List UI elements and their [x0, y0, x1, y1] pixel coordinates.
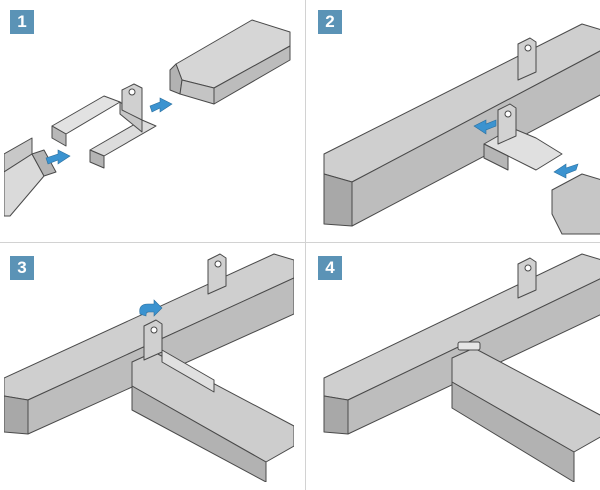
connector-joint [457, 341, 481, 351]
rotate-arrow-icon [139, 299, 163, 317]
connector-bracket [51, 95, 121, 135]
step-1-illustration [4, 19, 291, 217]
step-1-badge: 1 [10, 10, 34, 34]
step-1-panel: 1 [4, 4, 294, 236]
step-2-panel: 2 [312, 4, 600, 236]
step-4-illustration [323, 253, 600, 482]
step-2-badge: 2 [318, 10, 342, 34]
vertical-divider [305, 0, 306, 490]
insert-arrow-icon [45, 149, 71, 165]
step-4-badge: 4 [318, 256, 342, 280]
step-3-badge: 3 [10, 256, 34, 280]
cross-profile [551, 173, 600, 235]
connector-bracket [517, 37, 537, 81]
insert-arrow-icon [553, 163, 579, 179]
step-4-panel: 4 [312, 250, 600, 482]
insert-arrow-icon [149, 97, 173, 113]
insert-arrow-icon [473, 119, 497, 135]
step-2-illustration [323, 23, 600, 235]
horizontal-divider [0, 242, 600, 243]
step-3-panel: 3 [4, 250, 294, 482]
step-3-illustration [4, 253, 294, 482]
